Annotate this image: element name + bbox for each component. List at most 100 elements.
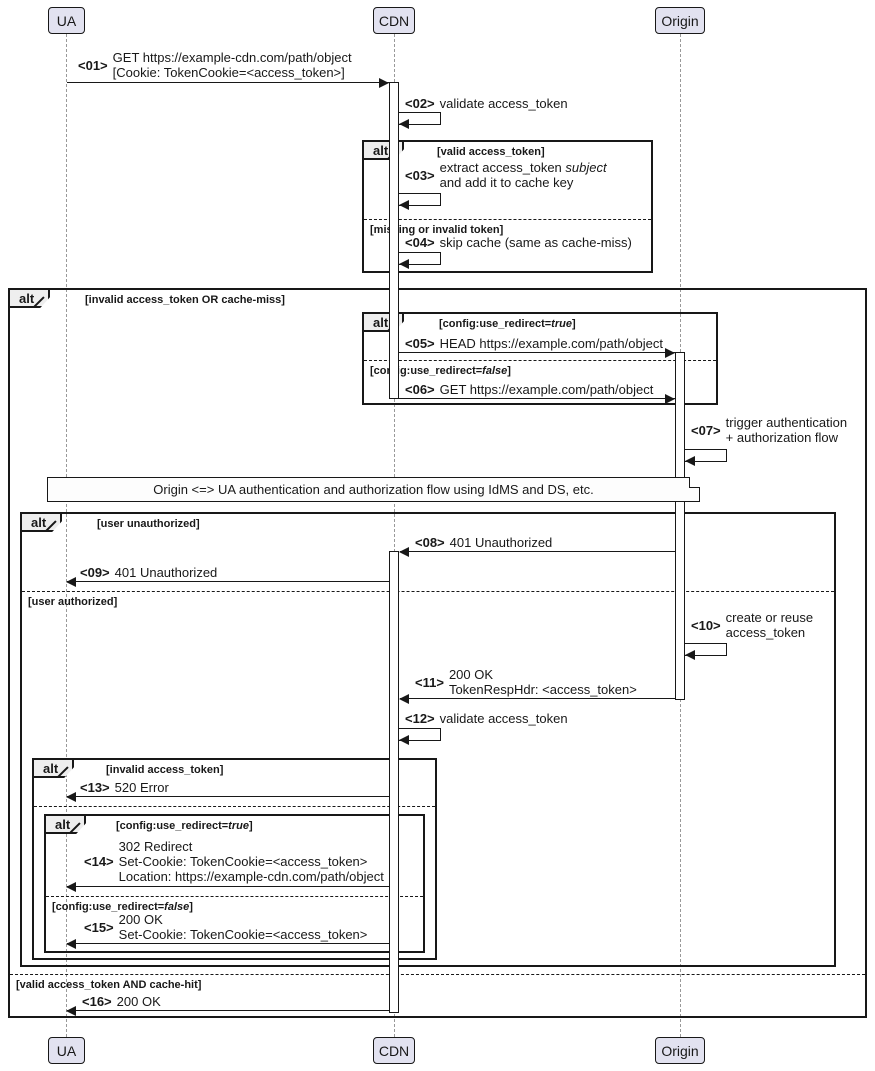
message-13-arrow — [67, 796, 389, 797]
alt-keyword: alt — [20, 512, 62, 532]
alt-else-condition: [user authorized] — [28, 596, 118, 608]
activation-cdn-2 — [389, 551, 399, 1013]
note-auth-flow: Origin <=> UA authentication and authori… — [47, 477, 700, 502]
message-04-arrowhead — [399, 259, 409, 269]
message-14-arrowhead — [66, 882, 76, 892]
message-line: TokenRespHdr: <access_token> — [448, 682, 637, 697]
message-16-arrow — [67, 1010, 389, 1011]
alt-divider — [364, 360, 716, 361]
alt-keyword: alt — [44, 814, 86, 834]
message-line: 200 OK — [116, 994, 161, 1009]
message-04-self-loop — [399, 252, 441, 265]
message-01-arrowhead — [379, 78, 389, 88]
message-line: and add it to cache key — [439, 175, 574, 190]
message-line: 401 Unauthorized — [449, 535, 553, 550]
message-11-number: <11> — [415, 674, 444, 690]
message-02-self-loop — [399, 112, 441, 125]
alt-divider — [34, 806, 435, 807]
message-line: + authorization flow — [725, 430, 839, 445]
message-01-arrow — [67, 82, 389, 83]
message-05-number: <05> — [405, 336, 435, 351]
alt-frame-invalid-token: alt [invalid access_token] — [32, 758, 437, 960]
message-03-self-loop — [399, 193, 441, 206]
message-16-number: <16> — [82, 994, 112, 1009]
message-01-label: <01> GET https://example-cdn.com/path/ob… — [78, 50, 352, 80]
message-line: GET https://example.com/path/object — [439, 382, 654, 397]
message-08-arrowhead — [399, 547, 409, 557]
message-line: create or reuse — [725, 610, 814, 625]
message-line: validate access_token — [439, 711, 568, 726]
message-line: extract access_token subject — [439, 160, 607, 175]
message-line: HEAD https://example.com/path/object — [439, 336, 663, 351]
message-line: access_token — [725, 625, 806, 640]
message-07-arrowhead — [685, 456, 695, 466]
alt-frame-client-redirect: alt [config:use_redirect=true] [config:u… — [44, 814, 425, 953]
message-10-number: <10> — [691, 617, 721, 633]
message-08-number: <08> — [415, 535, 445, 550]
message-05-arrow — [399, 352, 675, 353]
note-text: Origin <=> UA authentication and authori… — [153, 482, 594, 497]
message-08-arrow — [400, 551, 675, 552]
message-line: Location: https://example-cdn.com/path/o… — [118, 869, 384, 884]
message-12-number: <12> — [405, 711, 435, 726]
message-12-label: <12> validate access_token — [405, 711, 568, 726]
message-05-label: <05> HEAD https://example.com/path/objec… — [405, 336, 663, 351]
alt-condition: [config:use_redirect=true] — [439, 318, 576, 330]
alt-condition: [config:use_redirect=true] — [116, 820, 253, 832]
alt-frame-main: alt [invalid access_token OR cache-miss]… — [8, 288, 867, 1018]
alt-else-condition: [missing or invalid token] — [370, 224, 504, 236]
message-04-label: <04> skip cache (same as cache-miss) — [405, 235, 632, 250]
message-line: 200 OK — [448, 667, 494, 682]
alt-condition: [user unauthorized] — [97, 518, 200, 530]
activation-origin — [675, 352, 685, 700]
message-11-arrow — [400, 698, 675, 699]
activation-cdn-1 — [389, 82, 399, 399]
participant-ua-top: UA — [48, 7, 85, 34]
message-15-arrowhead — [66, 939, 76, 949]
message-09-label: <09> 401 Unauthorized — [80, 565, 217, 580]
message-line: Set-Cookie: TokenCookie=<access_token> — [118, 854, 368, 869]
participant-origin-top: Origin — [655, 7, 705, 34]
message-09-number: <09> — [80, 565, 110, 580]
message-line: trigger authentication — [725, 415, 848, 430]
message-11-arrowhead — [399, 694, 409, 704]
message-03-arrowhead — [399, 200, 409, 210]
message-02-number: <02> — [405, 96, 435, 111]
message-07-number: <07> — [691, 422, 721, 438]
message-16-arrowhead — [66, 1006, 76, 1016]
participant-cdn-bottom: CDN — [373, 1037, 415, 1064]
alt-else-condition: [config:use_redirect=false] — [52, 901, 193, 913]
message-14-arrow — [67, 886, 389, 887]
message-04-number: <04> — [405, 235, 435, 250]
message-line: validate access_token — [439, 96, 568, 111]
message-line: skip cache (same as cache-miss) — [439, 235, 632, 250]
message-line: GET https://example-cdn.com/path/object — [112, 50, 352, 65]
message-12-self-loop — [399, 728, 441, 741]
message-03-number: <03> — [405, 167, 435, 183]
alt-divider — [364, 219, 651, 220]
alt-keyword: alt — [8, 288, 50, 308]
participant-origin-bottom: Origin — [655, 1037, 705, 1064]
message-08-label: <08> 401 Unauthorized — [415, 535, 552, 550]
message-15-number: <15> — [84, 919, 114, 935]
message-14-number: <14> — [84, 854, 114, 869]
alt-divider — [10, 974, 865, 975]
alt-else-condition: [valid access_token AND cache-hit] — [16, 979, 202, 991]
alt-condition: [invalid access_token OR cache-miss] — [85, 294, 285, 306]
message-06-label: <06> GET https://example.com/path/object — [405, 382, 653, 397]
message-line: 401 Unauthorized — [114, 565, 218, 580]
message-02-label: <02> validate access_token — [405, 96, 568, 111]
lifeline-cdn — [394, 34, 395, 1037]
message-09-arrowhead — [66, 577, 76, 587]
message-10-self-loop — [685, 643, 727, 656]
message-02-arrowhead — [399, 119, 409, 129]
message-06-arrowhead — [665, 394, 675, 404]
message-line: 200 OK — [118, 912, 163, 927]
participant-ua-bottom: UA — [48, 1037, 85, 1064]
message-line: 520 Error — [114, 780, 169, 795]
alt-divider — [22, 591, 834, 592]
message-01-number: <01> — [78, 57, 108, 73]
